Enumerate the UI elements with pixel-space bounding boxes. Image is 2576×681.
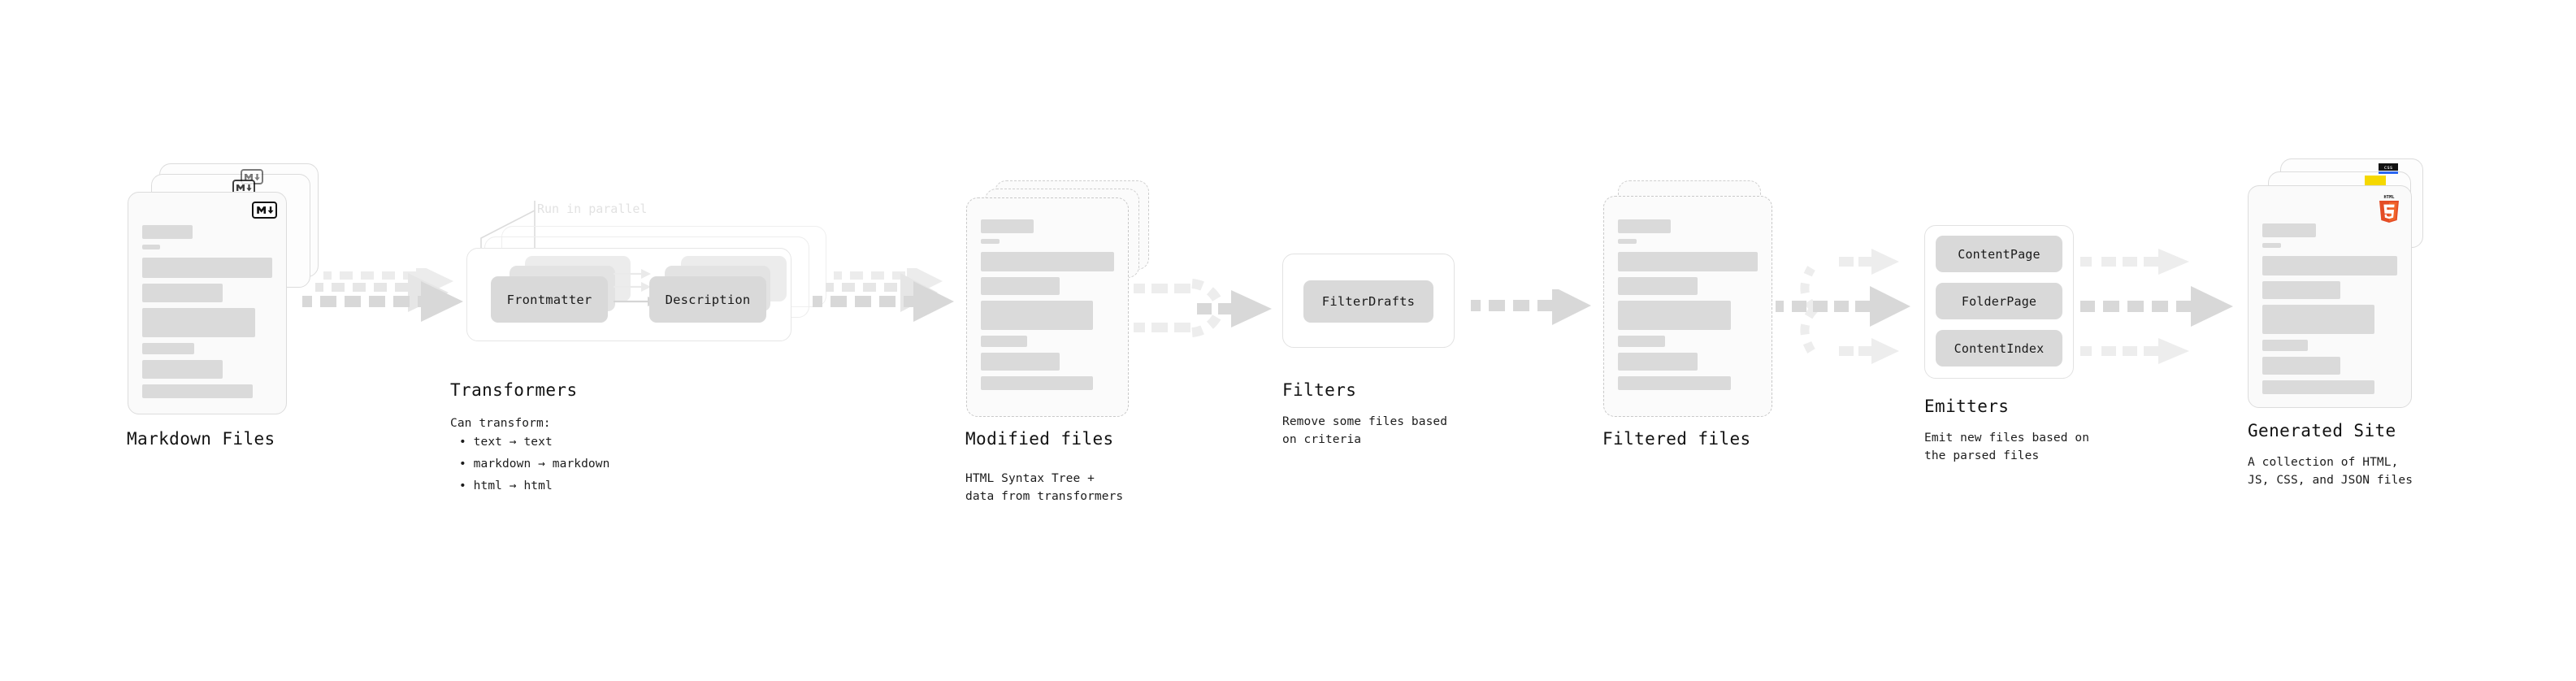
content-bar: [142, 225, 193, 239]
content-bar: [2262, 380, 2374, 394]
filtered-files-caption: Filtered files: [1602, 429, 1751, 449]
content-bar: [142, 343, 194, 354]
emitters-pill-contentindex[interactable]: ContentIndex: [1936, 330, 2062, 367]
transformers-bullet-1: • markdown → markdown: [459, 458, 610, 471]
filters-pill-filterdrafts[interactable]: FilterDrafts: [1303, 280, 1433, 323]
content-bar: [2262, 357, 2341, 375]
modified-files-subcaption: HTML Syntax Tree + data from transformer…: [965, 472, 1124, 504]
content-bar: [142, 245, 160, 249]
markdown-files-caption: Markdown Files: [127, 429, 275, 449]
document-content-bars: [981, 219, 1114, 396]
svg-text:css: css: [2384, 165, 2393, 171]
run-in-parallel-bracket: [480, 201, 536, 249]
modified-files-caption: Modified files: [965, 429, 1114, 449]
content-bar: [1618, 353, 1698, 371]
content-bar: [142, 384, 253, 398]
content-bar: [981, 376, 1093, 390]
content-bar: [981, 219, 1034, 233]
content-bar: [2262, 223, 2316, 237]
emitters-pill-folderpage[interactable]: FolderPage: [1936, 283, 2062, 319]
content-bar: [2262, 340, 2309, 351]
content-bar: [1618, 239, 1637, 244]
content-bar: [2262, 256, 2397, 275]
transformers-bullet-2: • html → html: [459, 479, 553, 492]
transformers-bullet-0: • text → text: [459, 436, 553, 449]
transformers-bullets-header: Can transform:: [450, 417, 551, 430]
generated-site-card: HTML: [2248, 185, 2412, 408]
html5-icon: HTML: [2379, 195, 2399, 223]
content-bar: [142, 258, 272, 278]
content-bar: [1618, 252, 1758, 271]
content-bar: [2262, 305, 2374, 334]
arrow-markdown-to-transformers: [302, 268, 463, 322]
content-bar: [142, 284, 223, 302]
transformer-pill-description[interactable]: Description: [649, 276, 766, 323]
content-bar: [981, 336, 1028, 347]
emitters-subcaption: Emit new files based on the parsed files: [1924, 432, 2090, 463]
content-bar: [1618, 301, 1732, 330]
content-bar: [981, 252, 1114, 271]
arrow-filtered-to-emitters: [1776, 249, 1910, 364]
content-bar: [2262, 281, 2341, 299]
content-bar: [2262, 243, 2281, 248]
generated-site-subcaption: A collection of HTML, JS, CSS, and JSON …: [2248, 456, 2413, 488]
content-bar: [1618, 336, 1666, 347]
content-bar: [981, 239, 1000, 244]
run-in-parallel-label: Run in parallel: [537, 202, 648, 216]
content-bar: [1618, 219, 1671, 233]
emitters-caption: Emitters: [1924, 397, 2010, 416]
arrow-transformers-to-modified: [813, 268, 954, 322]
transformers-caption: Transformers: [450, 380, 578, 400]
content-bar: [142, 308, 256, 337]
content-bar: [981, 301, 1093, 330]
markdown-file-card: [128, 192, 287, 414]
emitters-pill-contentpage[interactable]: ContentPage: [1936, 236, 2062, 272]
content-bar: [981, 353, 1060, 371]
arrow-modified-to-filters: [1134, 279, 1272, 337]
generated-site-caption: Generated Site: [2248, 421, 2396, 440]
css3-icon: css: [2379, 163, 2398, 174]
arrow-emitters-to-site: [2080, 249, 2233, 364]
content-bar: [1618, 376, 1732, 390]
svg-text:HTML: HTML: [2384, 195, 2396, 200]
content-bar: [142, 360, 223, 379]
markdown-icon: [252, 202, 277, 219]
transformer-pill-frontmatter[interactable]: Frontmatter: [491, 276, 608, 323]
filters-caption: Filters: [1282, 380, 1357, 400]
filtered-file-card: [1603, 196, 1772, 417]
document-content-bars: [1618, 219, 1758, 396]
transformer-inner-arrows: [614, 269, 659, 306]
content-bar: [1618, 277, 1698, 295]
filters-subcaption: Remove some files based on criteria: [1282, 415, 1448, 447]
document-content-bars: [2262, 223, 2397, 400]
content-bar: [981, 277, 1060, 295]
arrow-filters-to-filtered: [1471, 289, 1591, 325]
modified-file-card: [966, 197, 1129, 417]
document-content-bars: [142, 225, 272, 404]
